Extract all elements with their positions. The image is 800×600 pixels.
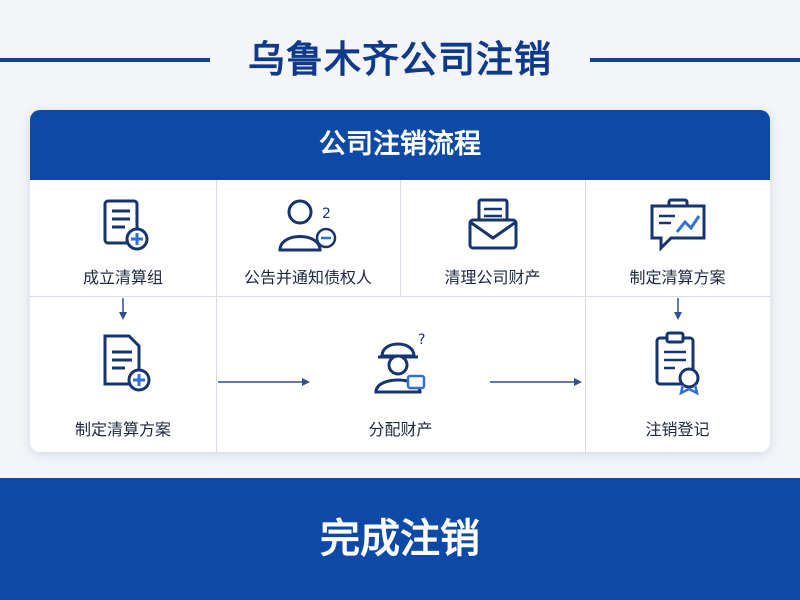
arrow-down-icon (119, 298, 127, 320)
step-establish-liquidation-group: 成立清算组 (30, 180, 216, 296)
process-card: 公司注销流程 成立清算组 2 公告并通知债权人 (30, 110, 770, 452)
col-divider (585, 296, 586, 452)
person-notify-icon: 2 (278, 199, 337, 252)
step-clear-assets: 清理公司财产 (400, 180, 585, 296)
process-header: 公司注销流程 (30, 110, 770, 180)
document-plus-icon (103, 334, 151, 392)
step-make-plan-2: 制定清算方案 (30, 296, 216, 452)
title-line-right (590, 58, 800, 62)
step-distribute-assets: ? 分配财产 (216, 296, 585, 452)
document-plus-icon (103, 199, 149, 251)
footer-band: 完成注销 (0, 478, 800, 600)
step-label: 公告并通知债权人 (243, 268, 372, 287)
arrow-right-icon (490, 378, 582, 386)
worker-helmet-icon: ? (374, 332, 425, 394)
page-title: 乌鲁木齐公司注销 (248, 38, 552, 81)
step-notify-creditors: 2 公告并通知债权人 (216, 180, 400, 296)
arrow-right-icon (218, 378, 310, 386)
envelope-document-icon (468, 198, 518, 250)
step-label: 分配财产 (368, 420, 433, 439)
arrow-down-icon (674, 298, 682, 320)
clipboard-seal-icon (655, 331, 700, 396)
step-label: 清理公司财产 (444, 268, 541, 287)
title-line-left (0, 58, 210, 62)
title-row: 乌鲁木齐公司注销 (0, 36, 800, 84)
footer-text: 完成注销 (320, 516, 480, 562)
col-divider (216, 180, 217, 296)
step-label: 注销登记 (645, 420, 710, 439)
col-divider (400, 180, 401, 296)
step-label: 制定清算方案 (74, 420, 171, 439)
step-label: 成立清算组 (82, 268, 163, 287)
step-label: 制定清算方案 (629, 268, 726, 287)
step-deregistration: 注销登记 (585, 296, 770, 452)
step-make-plan: 制定清算方案 (585, 180, 770, 296)
col-divider (585, 180, 586, 296)
row-divider (30, 296, 770, 297)
svg-text:2: 2 (322, 206, 331, 222)
chart-board-icon (650, 198, 706, 252)
svg-text:?: ? (418, 332, 425, 348)
col-divider (216, 296, 217, 452)
